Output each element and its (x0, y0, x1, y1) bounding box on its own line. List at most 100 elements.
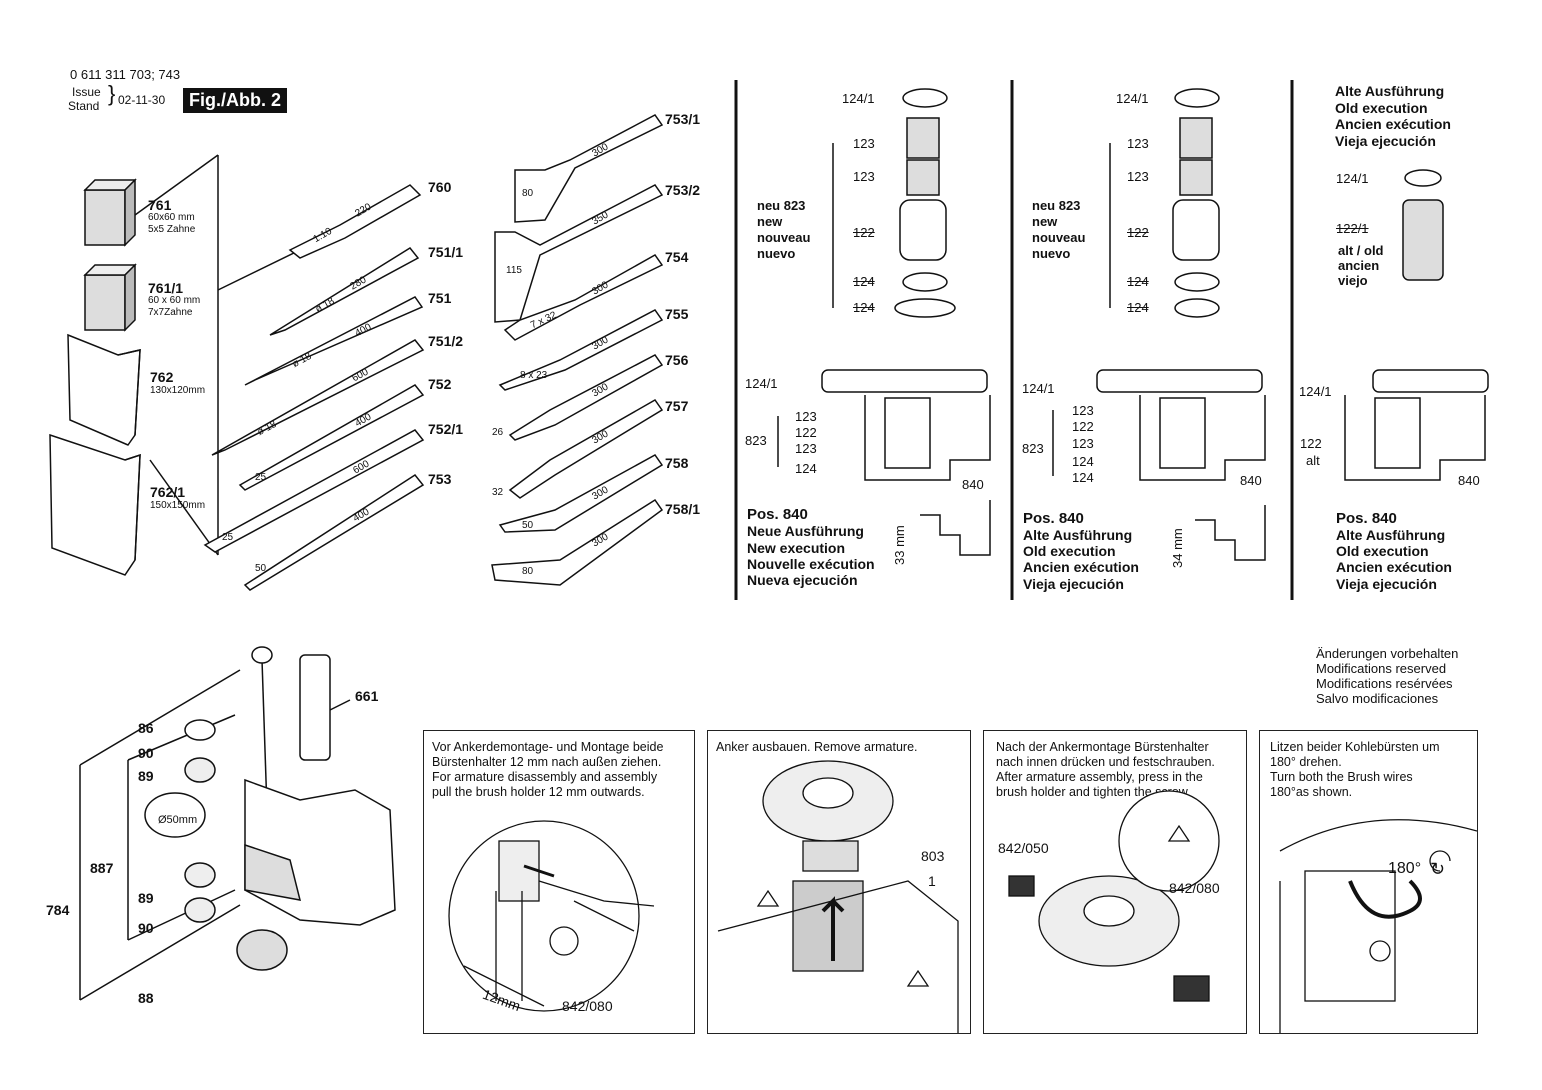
panel-new-sec-123b: 123 (795, 441, 817, 456)
panel-old-pos-title: Pos. 840 (1023, 510, 1084, 527)
panel-new-sec-122: 122 (795, 425, 817, 440)
panel-new-group-es: nuevo (757, 246, 796, 261)
legacy-pos-label: 840 (1458, 473, 1480, 488)
accessory-762-1-shape (49, 433, 141, 576)
legacy-title-fr: Ancien exécution (1335, 116, 1451, 132)
reservation-en: Modifications reserved (1316, 661, 1447, 676)
panel-new-pos-es: Nueva ejecución (747, 572, 858, 588)
handle-label-86: 86 (138, 720, 154, 736)
panel-old-pos-de: Alte Ausführung (1023, 527, 1133, 543)
panel-old-group-label: neu 823 (1032, 198, 1081, 213)
reservation-es: Salvo modificaciones (1316, 691, 1439, 706)
reservation-de: Änderungen vorbehalten (1316, 646, 1459, 661)
panel-new-pos-de: Neue Ausführung (747, 523, 864, 539)
legacy-alt-3: viejo (1338, 273, 1368, 288)
panel-old-sec-123a: 123 (1072, 403, 1094, 418)
tool-754-id: 754 (665, 249, 689, 265)
panel-new-sec-124: 124 (795, 461, 817, 476)
panel-old-sec-group: 823 (1022, 441, 1044, 456)
accessory-761-1-spec1: 60 x 60 mm (148, 295, 201, 306)
legacy-label-122-1: 122/1 (1336, 221, 1369, 236)
tool-755-dim: 8 x 23 (520, 370, 548, 381)
accessory-762-id: 762 (150, 369, 174, 385)
tool-753-1-dim: 80 (522, 188, 534, 199)
panel-new-group-en: new (757, 214, 783, 229)
instr4-line1: Litzen beider Kohlebürsten um (1270, 740, 1440, 754)
panel-old-label-124b: 124 (1127, 300, 1149, 315)
panel-old-group-fr: nouveau (1032, 230, 1086, 245)
instr2-line1: Anker ausbauen. Remove armature. (716, 740, 918, 754)
instruction-box-2: Anker ausbauen. Remove armature. 803 1 (707, 730, 971, 1034)
tool-757-dim: 32 (492, 487, 504, 498)
panel-old-label-123a: 123 (1127, 136, 1149, 151)
tool-752-dim: 25 (255, 472, 267, 483)
instr1-drawing (448, 820, 655, 1012)
legacy-pos-title: Pos. 840 (1336, 510, 1397, 527)
handle-label-90b: 90 (138, 920, 154, 936)
panel-old-label-124-1: 124/1 (1116, 91, 1149, 106)
handle-diameter: Ø50mm (158, 814, 198, 826)
instr3-drawing (1008, 790, 1220, 1002)
instr4-line3: Turn both the Brush wires (1270, 770, 1413, 784)
panel-new-sec-group: 823 (745, 433, 767, 448)
tool-758-1-id: 758/1 (665, 501, 701, 517)
tool-756-id: 756 (665, 352, 689, 368)
legacy-sec-alt: alt (1306, 453, 1320, 468)
legacy-title-de: Alte Ausführung (1335, 83, 1445, 99)
instr3-line4: brush holder and tighten the screw. (996, 785, 1191, 799)
panel-old-label-124a: 124 (1127, 274, 1149, 289)
tool-753-2-id: 753/2 (665, 182, 701, 198)
legacy-pos-es: Vieja ejecución (1336, 576, 1437, 592)
accessory-762-1-id: 762/1 (150, 484, 186, 500)
legacy-sec-124-1: 124/1 (1299, 384, 1332, 399)
panel-new-group-fr: nouveau (757, 230, 811, 245)
figure-label: Fig./Abb. 2 (183, 88, 287, 113)
panel-new-parts (832, 88, 956, 318)
accessory-761-spec1: 60x60 mm (148, 212, 195, 223)
panel-new-label-122: 122 (853, 225, 875, 240)
panel-legacy-parts (1402, 169, 1444, 281)
instr1-line1: Vor Ankerdemontage- und Montage beide (432, 740, 664, 754)
panel-new-pos-title: Pos. 840 (747, 506, 808, 523)
panel-old-pos-es: Vieja ejecución (1023, 576, 1124, 592)
handle-label-89b: 89 (138, 890, 154, 906)
stand-label: Stand (68, 99, 100, 113)
handle-label-784: 784 (46, 902, 70, 918)
accessory-761-1-spec2: 7x7Zahne (148, 307, 193, 318)
tool-758-id: 758 (665, 455, 689, 471)
instr1-line2: Bürstenhalter 12 mm nach außen ziehen. (432, 755, 662, 769)
handle-shapes (79, 646, 396, 1001)
legacy-title-es: Vieja ejecución (1335, 133, 1436, 149)
panel-new-label-124b: 124 (853, 300, 875, 315)
panel-old-dim: 34 mm (1170, 528, 1185, 568)
panel-old-pos-fr: Ancien exécution (1023, 559, 1139, 575)
tools-right-shapes (491, 114, 664, 586)
tool-755-id: 755 (665, 306, 689, 322)
panel-old-pos-label: 840 (1240, 473, 1262, 488)
tool-757-id: 757 (665, 398, 689, 414)
accessory-762-spec: 130x120mm (150, 385, 206, 396)
panel-new-label-123b: 123 (853, 169, 875, 184)
legacy-title-en: Old execution (1335, 100, 1428, 116)
tools-left-shapes (203, 184, 425, 591)
instr3-line3: After armature assembly, press in the (996, 770, 1203, 784)
tool-752-1-dim: 25 (222, 532, 234, 543)
legacy-alt-2: ancien (1338, 258, 1380, 273)
tool-753-2-dim: 115 (506, 265, 522, 276)
rotate-arrow-icon: ↻ (1430, 859, 1446, 879)
handle-label-887: 887 (90, 860, 114, 876)
panel-old-sec-124-1: 124/1 (1022, 381, 1055, 396)
tool-753-1-id: 753/1 (665, 111, 701, 127)
tool-752-1-id: 752/1 (428, 421, 464, 437)
tool-756-dim: 26 (492, 427, 504, 438)
reservation-fr: Modifications resérvées (1316, 676, 1453, 691)
panel-old-label-123b: 123 (1127, 169, 1149, 184)
accessory-762-1-spec: 150x150mm (150, 500, 206, 511)
handle-label-88: 88 (138, 990, 154, 1006)
panel-new-pos-label: 840 (962, 477, 984, 492)
accessory-761-shape (83, 178, 137, 247)
instr4-line4: 180°as shown. (1270, 785, 1353, 799)
handle-label-90a: 90 (138, 745, 154, 761)
accessory-761-1-shape (83, 263, 137, 332)
